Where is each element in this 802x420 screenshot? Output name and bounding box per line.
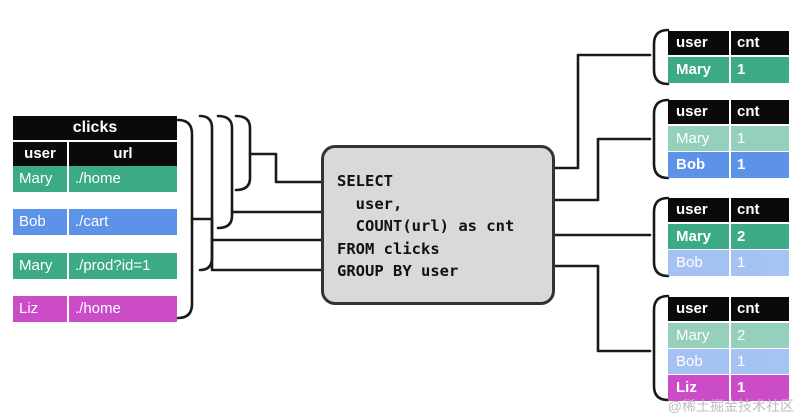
- wire-output-2: [553, 137, 652, 202]
- watermark: @稀土掘金技术社区: [667, 398, 794, 414]
- bracket-output-4: [652, 294, 670, 402]
- result-cell-user: Mary: [676, 327, 710, 344]
- clicks-cell-url: ./home: [67, 166, 177, 192]
- result-3-header: user cnt: [668, 198, 789, 222]
- result-cell-cnt: 1: [729, 375, 789, 401]
- result-2-header: user cnt: [668, 100, 789, 124]
- sql-line: user,: [337, 194, 403, 213]
- result-cell-user: Liz: [676, 379, 697, 396]
- result-cell-user: Mary: [676, 61, 712, 78]
- result-row: Bob 1: [668, 250, 789, 276]
- bracket-output-3: [652, 196, 670, 278]
- result-row: Mary 1: [668, 126, 789, 151]
- result-row: Liz 1: [668, 375, 789, 401]
- result-cell-cnt: 1: [729, 57, 789, 83]
- wire-output-1: [553, 53, 652, 170]
- clicks-row: Liz ./home: [13, 296, 177, 322]
- result-col-cnt: cnt: [729, 31, 789, 55]
- clicks-cell-url: ./cart: [67, 209, 177, 235]
- clicks-row: Mary ./home: [13, 166, 177, 192]
- clicks-row: Mary ./prod?id=1: [13, 253, 177, 279]
- clicks-row: Bob ./cart: [13, 209, 177, 235]
- result-cell-user: Bob: [676, 353, 703, 370]
- clicks-cell-url: ./home: [67, 296, 177, 322]
- sql-line: FROM clicks: [337, 239, 440, 258]
- clicks-cell-url: ./prod?id=1: [67, 253, 177, 279]
- bracket-output-1: [652, 28, 670, 86]
- result-cell-user: Bob: [676, 156, 706, 173]
- result-cell-cnt: 1: [729, 152, 789, 178]
- result-row: Mary 2: [668, 224, 789, 249]
- sql-line: SELECT: [337, 172, 393, 190]
- result-col-cnt: cnt: [729, 198, 789, 222]
- clicks-cell-user: Bob: [19, 213, 46, 230]
- result-col-user: user: [676, 300, 708, 317]
- result-cell-cnt: 2: [729, 224, 789, 249]
- result-col-cnt: cnt: [729, 100, 789, 124]
- result-row: Bob 1: [668, 152, 789, 178]
- result-4-header: user cnt: [668, 297, 789, 321]
- bracket-output-2: [652, 98, 670, 180]
- bracket-input-2: [198, 114, 214, 272]
- result-cell-cnt: 1: [729, 126, 789, 151]
- clicks-cell-user: Liz: [19, 300, 39, 317]
- result-col-cnt: cnt: [729, 297, 789, 321]
- bracket-input-4-stem: [248, 152, 323, 184]
- clicks-cell-user: Mary: [19, 170, 53, 187]
- result-cell-cnt: 2: [729, 323, 789, 348]
- result-1-header: user cnt: [668, 31, 789, 55]
- result-row: Mary 1: [668, 57, 789, 83]
- sql-line: GROUP BY user: [337, 262, 459, 280]
- clicks-col-user: user: [24, 145, 56, 162]
- result-col-user: user: [676, 103, 708, 120]
- result-cell-user: Bob: [676, 254, 703, 271]
- bracket-input-4: [234, 114, 252, 192]
- bracket-input-1: [176, 118, 194, 320]
- result-cell-cnt: 1: [729, 250, 789, 276]
- wire-output-4: [553, 264, 652, 353]
- result-col-user: user: [676, 34, 708, 51]
- clicks-col-url: url: [67, 142, 177, 166]
- result-cell-cnt: 1: [729, 349, 789, 374]
- result-row: Bob 1: [668, 349, 789, 374]
- clicks-table-title: clicks: [13, 116, 177, 140]
- clicks-table-header: user url: [13, 142, 177, 166]
- clicks-cell-user: Mary: [19, 257, 53, 274]
- bracket-input-3: [216, 114, 234, 230]
- sql-line: COUNT(url) as cnt: [337, 217, 515, 235]
- result-col-user: user: [676, 201, 708, 218]
- result-row: Mary 2: [668, 323, 789, 348]
- result-cell-user: Mary: [676, 228, 712, 245]
- result-cell-user: Mary: [676, 130, 710, 147]
